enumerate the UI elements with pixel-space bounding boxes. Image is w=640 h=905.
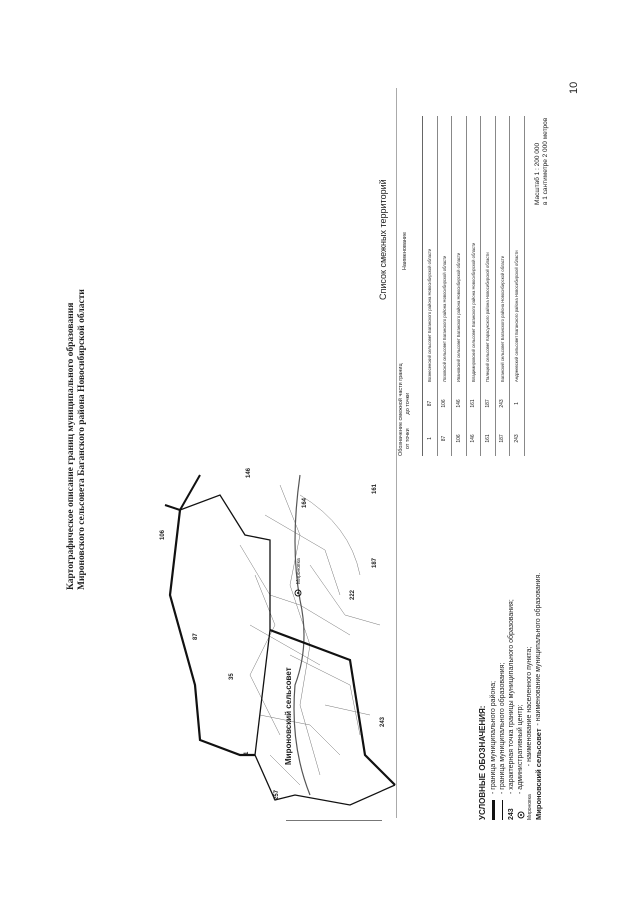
adjacent-from: 87: [441, 435, 448, 442]
page-title: Картографическое описание границ муницип…: [66, 289, 88, 590]
adjacent-header-to: до точки: [405, 392, 411, 415]
legend-item-municipality: Мироновский сельсовет - наименование мун…: [534, 572, 543, 820]
adjacent-from: 106: [455, 434, 462, 443]
bottom-rule: [286, 820, 382, 821]
legend-heading: УСЛОВНЫЕ ОБОЗНАЧЕНИЯ:: [478, 705, 487, 820]
adjacent-name: Владимировский сельсовет Баганского райо…: [470, 242, 476, 382]
municipality-label: Мироновский сельсовет: [284, 667, 293, 765]
adjacent-header: Обозначение смежной части границ от точк…: [398, 116, 422, 456]
adjacent-name: Вознесенский сельсовет Баганского района…: [427, 248, 433, 382]
map-point-label-222: 222: [350, 589, 356, 600]
legend-item-municipal: - граница муниципального образования;: [498, 573, 507, 820]
map-point-label-187: 187: [372, 557, 378, 568]
map-point-label-243: 243: [380, 716, 386, 727]
adjacent-to: 1: [513, 402, 520, 405]
adjacent-row: 106 146 Ивановский сельсовет Баганского ра…: [452, 116, 467, 456]
district-boundary-west: [168, 509, 255, 757]
adjacent-from: 146: [470, 434, 477, 443]
map-point-label-87: 87: [193, 633, 199, 640]
legend-item-admin-center: - административный центр;: [516, 573, 525, 820]
adjacent-from: 1: [426, 437, 433, 440]
adjacent-table: Обозначение смежной части границ от точк…: [398, 116, 525, 456]
adjacent-row: 146 161 Владимировский сельсовет Баганског…: [466, 116, 481, 456]
adjacent-header-group: Обозначение смежной части границ: [398, 363, 404, 456]
scale-description: в 1 сантиметре 2 000 метров: [542, 117, 549, 205]
title-line-2: Мироновского сельсовета Баганского район…: [77, 289, 87, 590]
page-number: 10: [568, 81, 580, 94]
main-road: [293, 474, 311, 796]
legend-item-settlement: Мироновка - наименование населенного пун…: [526, 646, 533, 820]
title-line-1: Картографическое описание границ муницип…: [66, 302, 76, 590]
adjacent-row: 87 106 Лозовской сельсовет Баганского райо…: [437, 116, 452, 456]
map-point-label-161: 161: [372, 483, 378, 494]
map-point-label-146: 146: [246, 467, 252, 478]
admin-center-icon: [294, 589, 302, 597]
map-point-label-106: 106: [160, 529, 166, 540]
adjacent-to: 146: [455, 399, 462, 408]
adjacent-to: 161: [470, 399, 477, 408]
adjacent-from: 187: [499, 434, 506, 443]
admin-center-dot: [297, 592, 299, 594]
adjacent-title: Список смежных территорий: [378, 179, 388, 300]
adjacent-row: 1 87 Вознесенский сельсовет Баганского рай…: [423, 116, 438, 456]
scale-ratio: Масштаб 1 : 200 000: [534, 142, 541, 205]
map-point-label-257: 257: [274, 789, 280, 800]
map-roads: [239, 484, 381, 786]
adjacent-to: 106: [441, 399, 448, 408]
district-boundary-north: [164, 474, 201, 512]
adjacent-to: 87: [426, 400, 433, 407]
map-point-label-35: 35: [229, 673, 235, 680]
district-boundary-south: [269, 628, 396, 786]
adjacent-header-from: от точки: [405, 428, 411, 450]
scale-block: Масштаб 1 : 200 000 в 1 сантиметре 2 000…: [534, 118, 550, 205]
adjacent-row: 161 187 Палецкий сельсовет Карасукского ра…: [481, 116, 496, 456]
adjacent-from: 161: [484, 434, 491, 443]
adjacent-to: 187: [484, 399, 491, 408]
adjacent-name: Ивановский сельсовет Баганского района Н…: [456, 252, 462, 382]
boundary-map: [164, 474, 396, 806]
map-point-label-1: 1: [244, 751, 250, 755]
frame-line: [396, 88, 397, 818]
map-point-label-164: 164: [302, 497, 308, 508]
settlement-label: Мироновка: [296, 558, 302, 584]
adjacent-name: Андреевский сельсовет Баганского района …: [514, 250, 520, 382]
adjacent-name: Палецкий сельсовет Карасукского района Н…: [485, 252, 491, 382]
legend-item-point: 243 - характерная точка границы муниципа…: [508, 599, 515, 820]
adjacent-row: 187 243 Баганский сельсовет Баганского рай…: [495, 116, 510, 456]
legend-item-district: - граница муниципального района;: [489, 573, 498, 820]
adjacent-name: Лозовской сельсовет Баганского района Но…: [441, 255, 447, 382]
adjacent-name: Баганский сельсовет Баганского района Но…: [499, 255, 505, 382]
adjacent-header-name: Наименование: [402, 231, 408, 271]
admin-center-icon: [517, 811, 524, 819]
legend: УСЛОВНЫЕ ОБОЗНАЧЕНИЯ: - граница муниципа…: [478, 573, 543, 820]
municipal-boundary: [179, 494, 396, 806]
adjacent-row: 243 1 Андреевский сельсовет Баганского рай…: [510, 116, 525, 456]
adjacent-to: 243: [499, 399, 506, 408]
adjacent-from: 243: [513, 434, 520, 443]
